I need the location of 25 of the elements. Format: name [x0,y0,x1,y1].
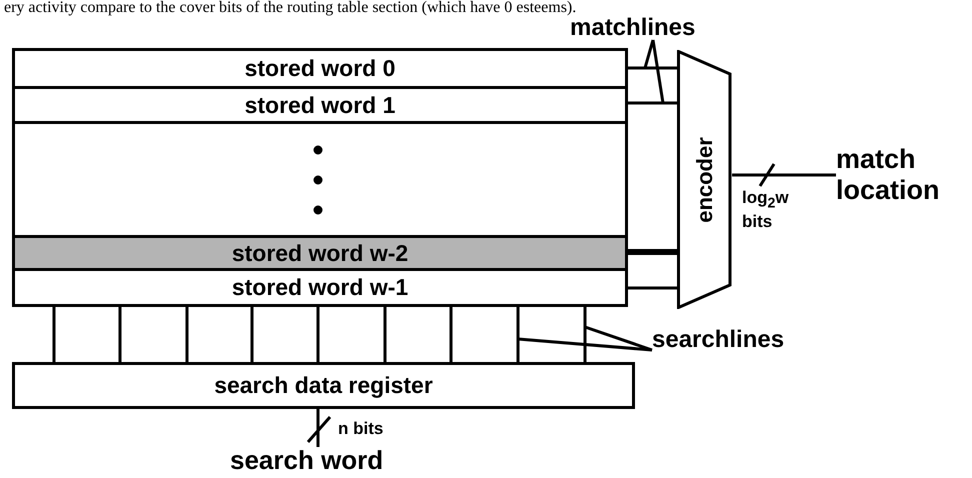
searchline [250,307,254,362]
signal-label: searchlines [652,328,784,352]
bus-line [316,409,320,447]
input-label: search word [230,447,384,473]
leader-line [518,338,652,352]
leader-line [644,40,654,68]
leader-line [584,326,652,352]
searchline [186,307,188,362]
searchline [516,307,520,362]
searchline [118,307,122,362]
edge-label: n bits [338,420,384,437]
encoder-label: encoder [694,136,716,222]
memory-array [12,48,628,307]
signal-label: matchlines [570,16,696,40]
searchline [316,307,320,362]
search-data-register: search data register [12,362,635,409]
bus-line [732,174,836,176]
text-line: ery activity compare to the cover bits of the routing table section (which have 0 esteems). [4,0,576,16]
searchline [384,307,386,362]
leader-line [652,40,664,104]
searchline [584,307,586,362]
stored-word-row: stored word w-2 [15,235,625,271]
searchline [450,307,452,362]
output-label: match location [836,144,966,206]
searchline [52,307,56,362]
